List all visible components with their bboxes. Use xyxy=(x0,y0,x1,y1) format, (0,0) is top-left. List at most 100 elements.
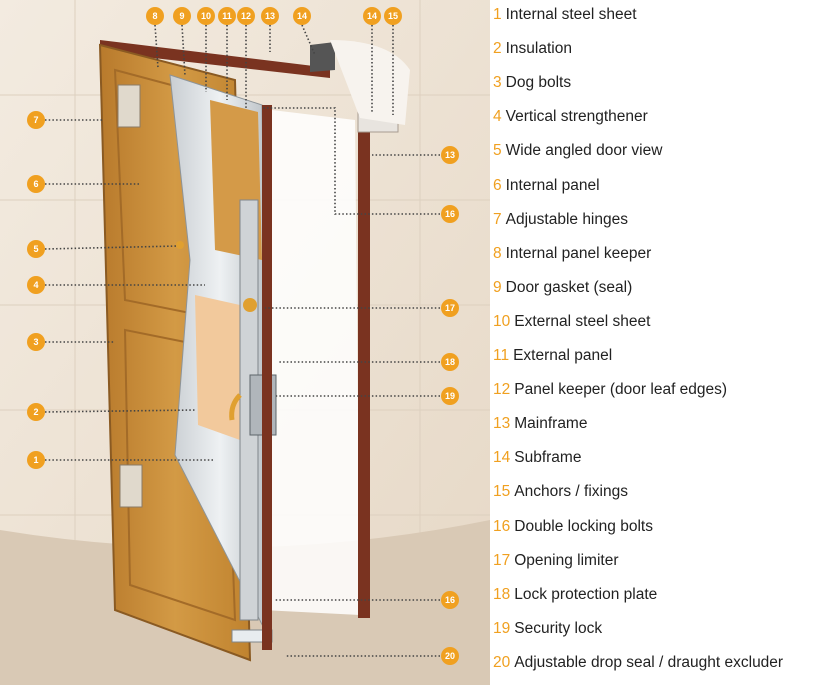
callout-12-number: 12 xyxy=(241,11,251,21)
callout-14-top-number: 14 xyxy=(297,11,307,21)
legend-item-number: 15 xyxy=(493,483,511,501)
legend-item-label: Security lock xyxy=(514,619,603,637)
callout-5: 5 xyxy=(27,240,45,258)
legend-item-label: Internal steel sheet xyxy=(505,6,637,23)
legend-item-label: Dog bolts xyxy=(505,74,572,92)
legend-item-label: Panel keeper (door leaf edges) xyxy=(514,381,728,399)
legend-item-label: Insulation xyxy=(505,40,572,58)
legend-item-label: Vertical strengthener xyxy=(505,108,648,126)
legend-item-label: Adjustable hinges xyxy=(505,210,628,228)
callout-16-upper: 16 xyxy=(441,205,459,223)
legend-item-number: 2 xyxy=(493,40,502,58)
callout-4-number: 4 xyxy=(33,280,38,290)
callout-16-lower-number: 16 xyxy=(445,595,455,605)
legend-item-number: 8 xyxy=(493,244,502,262)
callout-20: 20 xyxy=(441,647,459,665)
legend-item-label: Door gasket (seal) xyxy=(505,278,633,296)
callout-6: 6 xyxy=(27,175,45,193)
callout-14-right: 14 xyxy=(363,7,381,25)
callout-4: 4 xyxy=(27,276,45,294)
legend-item-number: 14 xyxy=(493,449,511,467)
door-edge-frame xyxy=(262,105,272,650)
callout-9-number: 9 xyxy=(179,11,184,21)
legend-item-label: Mainframe xyxy=(514,415,588,433)
callout-11: 11 xyxy=(218,7,236,25)
mainframe-head xyxy=(100,40,330,78)
legend-item-label: Opening limiter xyxy=(514,551,619,569)
legend-item-label: Anchors / fixings xyxy=(514,483,628,501)
legend-item-number: 18 xyxy=(493,585,511,603)
callout-6-number: 6 xyxy=(33,179,38,189)
callout-3-number: 3 xyxy=(33,337,38,347)
callout-17-number: 17 xyxy=(445,303,455,313)
callout-8: 8 xyxy=(146,7,164,25)
callout-5-number: 5 xyxy=(33,244,38,254)
callout-16-lower: 16 xyxy=(441,591,459,609)
callout-19: 19 xyxy=(441,387,459,405)
insulation-layer xyxy=(195,295,240,440)
mainframe-right-jamb xyxy=(358,118,370,618)
legend-item-number: 17 xyxy=(493,551,511,569)
legend-item-label: Internal panel keeper xyxy=(505,244,652,262)
legend-item-number: 11 xyxy=(493,347,510,364)
callout-13-top-number: 13 xyxy=(265,11,275,21)
callout-16-upper-number: 16 xyxy=(445,209,455,219)
callout-13-top: 13 xyxy=(261,7,279,25)
legend-item-number: 19 xyxy=(493,619,511,637)
callout-14-top: 14 xyxy=(293,7,311,25)
legend-item-label: Internal panel xyxy=(505,176,600,194)
legend-item-number: 5 xyxy=(493,142,502,160)
door-viewer xyxy=(176,241,184,249)
callout-2: 2 xyxy=(27,403,45,421)
legend-item-number: 12 xyxy=(493,381,511,399)
legend-item-number: 9 xyxy=(493,278,502,296)
leader-lines xyxy=(44,24,440,657)
callout-12: 12 xyxy=(237,7,255,25)
callout-10: 10 xyxy=(197,7,215,25)
lock-handle-upper xyxy=(243,298,257,312)
legend-item-label: Subframe xyxy=(514,449,582,467)
callout-3: 3 xyxy=(27,333,45,351)
callout-7-number: 7 xyxy=(33,115,38,125)
legend-item-number: 7 xyxy=(493,210,502,228)
door-cutaway-illustration: 8 9 10 11 12 13 14 14 15 7 6 5 4 3 2 1 1… xyxy=(0,0,490,685)
wall-opening-top xyxy=(330,40,410,125)
hinge-top xyxy=(117,84,141,128)
legend-item-label: Adjustable drop seal / draught excluder xyxy=(514,653,784,671)
legend-item-label: Wide angled door view xyxy=(505,142,663,160)
callout-2-number: 2 xyxy=(33,407,38,417)
callout-18-number: 18 xyxy=(445,357,455,367)
callout-17: 17 xyxy=(441,299,459,317)
legend-item-label: Double locking bolts xyxy=(514,517,653,535)
callout-7: 7 xyxy=(27,111,45,129)
legend-item-number: 1 xyxy=(493,6,502,23)
callout-15-right-number: 15 xyxy=(388,11,398,21)
callout-19-number: 19 xyxy=(445,391,455,401)
legend-item-number: 4 xyxy=(493,108,502,126)
legend-item-number: 6 xyxy=(493,176,502,194)
legend-item-number: 10 xyxy=(493,312,511,330)
legend-item-number: 3 xyxy=(493,74,502,92)
legend-item-label: External panel xyxy=(513,347,613,364)
callout-9: 9 xyxy=(173,7,191,25)
callout-8-number: 8 xyxy=(152,11,157,21)
callout-18: 18 xyxy=(441,353,459,371)
